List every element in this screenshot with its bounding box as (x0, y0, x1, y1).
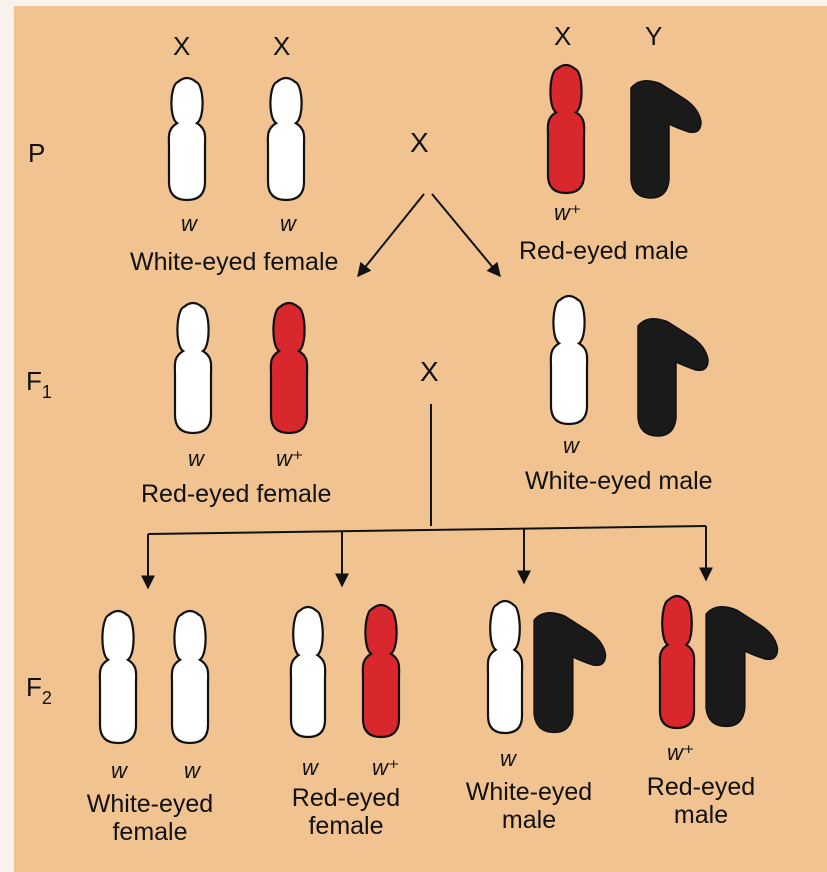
x-chromosome-white (167, 76, 207, 202)
allele-label: w (302, 755, 320, 780)
phenotype-label: male (502, 806, 556, 834)
x-chromosome-white (98, 609, 138, 745)
allele-label: w⁺ (667, 740, 695, 765)
f1-male-chromosomes (549, 294, 709, 437)
generation-f2-letter: F (26, 672, 42, 702)
p-male-chromosomes (546, 63, 702, 199)
x-chromosome-white (549, 294, 589, 426)
phenotype-label: Red-eyed (647, 773, 755, 801)
allele-label: w (280, 211, 298, 236)
generation-f1-subscript: 1 (42, 382, 52, 402)
x-chromosome-white (289, 605, 327, 739)
f2-connector (141, 404, 713, 590)
f1-female-chromosomes (173, 301, 309, 435)
allele-label: w (188, 446, 206, 471)
y-chromosome (630, 80, 702, 199)
allele-label: w⁺ (372, 755, 400, 780)
y-chromosome (705, 606, 779, 728)
generation-f1-letter: F (26, 366, 42, 396)
allele-label: w⁺ (554, 200, 582, 225)
phenotype-label: female (112, 818, 187, 846)
y-chromosome (637, 318, 709, 437)
phenotype-label: male (674, 801, 728, 829)
phenotype-label: White-eyed female (130, 248, 338, 276)
allele-label: w (111, 758, 129, 783)
x-chromosome-white (266, 76, 306, 202)
generation-label-p: P (28, 138, 45, 168)
phenotype-label: White-eyed (466, 778, 592, 806)
phenotype-label: female (308, 812, 383, 840)
cross-symbol-p: X (410, 127, 429, 158)
page-edge (0, 0, 14, 872)
generation-label-f2: F2 (26, 672, 52, 708)
cross-arrow (431, 193, 501, 278)
x-chromosome-white (486, 599, 524, 735)
cross-arrow (357, 193, 425, 278)
x-chromosome-label: X (273, 31, 290, 61)
x-chromosome-white (170, 609, 210, 745)
f2-red-eyed-female-chromosomes (289, 603, 401, 739)
x-chromosome-red (658, 594, 696, 730)
generation-f2-subscript: 2 (42, 688, 52, 708)
x-chromosome-white (173, 301, 213, 435)
p-female-chromosomes (167, 76, 306, 202)
f2-white-eyed-female-chromosomes (98, 609, 210, 745)
f2-red-eyed-male-chromosomes (658, 594, 779, 730)
allele-label: w (563, 433, 581, 458)
y-chromosome-label: Y (645, 21, 662, 51)
y-chromosome (533, 612, 607, 734)
cross-symbol-f1: X (420, 356, 439, 387)
phenotype-label: Red-eyed female (141, 480, 331, 508)
x-chromosome-red (361, 603, 401, 739)
connector-bar (147, 525, 707, 535)
phenotype-label: White-eyed (87, 790, 213, 818)
phenotype-label: Red-eyed (292, 784, 400, 812)
allele-label: w⁺ (276, 446, 304, 471)
x-chromosome-label: X (554, 21, 571, 51)
phenotype-label: Red-eyed male (519, 237, 689, 265)
x-chromosome-red (269, 301, 309, 435)
phenotype-label: White-eyed male (525, 467, 713, 495)
x-chromosome-label: X (173, 31, 190, 61)
generation-label-f1: F1 (26, 366, 52, 402)
page-edge-top (0, 0, 827, 6)
allele-label: w (184, 758, 202, 783)
allele-label: w (500, 746, 518, 771)
f2-white-eyed-male-chromosomes (486, 599, 607, 735)
x-chromosome-red (546, 63, 586, 195)
allele-label: w (181, 211, 199, 236)
